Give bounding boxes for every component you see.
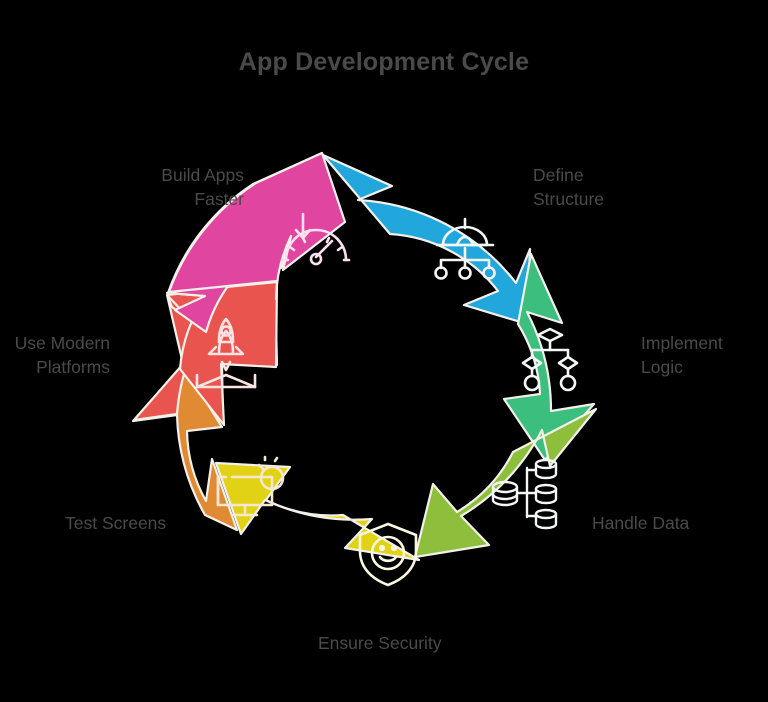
label-handle-data: Handle Data — [592, 513, 690, 533]
speedometer-arrow-icon — [281, 212, 351, 266]
segment-build-apps-faster-body — [167, 151, 347, 301]
flowchart-icon — [521, 327, 579, 392]
label-build-apps-faster: Build Apps Faster — [161, 165, 244, 209]
segment-handle-data-arrow[interactable] — [413, 407, 598, 559]
rocket-launch-icon — [195, 317, 257, 389]
segment-implement-logic-arrow[interactable] — [502, 252, 596, 462]
hard-hat-hierarchy-icon — [434, 217, 496, 280]
page-title: App Development Cycle — [238, 48, 530, 76]
label-test-screens: Test Screens — [65, 513, 167, 533]
segment-define-structure-arrow[interactable] — [321, 153, 532, 326]
shield-smiley-icon — [358, 522, 418, 587]
monitor-magnifier-icon — [216, 455, 285, 517]
label-define-structure: Define Structure — [533, 165, 604, 209]
segment-define-structure[interactable] — [321, 153, 532, 326]
database-stack-icon — [491, 458, 558, 530]
segment-ensure-security[interactable] — [214, 461, 421, 587]
segment-implement-logic[interactable] — [502, 252, 596, 462]
label-use-modern-platforms: Use Modern Platforms — [14, 333, 110, 377]
label-ensure-security: Ensure Security — [318, 633, 442, 653]
segment-handle-data[interactable] — [413, 407, 598, 559]
segment-build-apps-faster[interactable] — [166, 151, 351, 334]
label-implement-logic: Implement Logic — [641, 333, 723, 377]
